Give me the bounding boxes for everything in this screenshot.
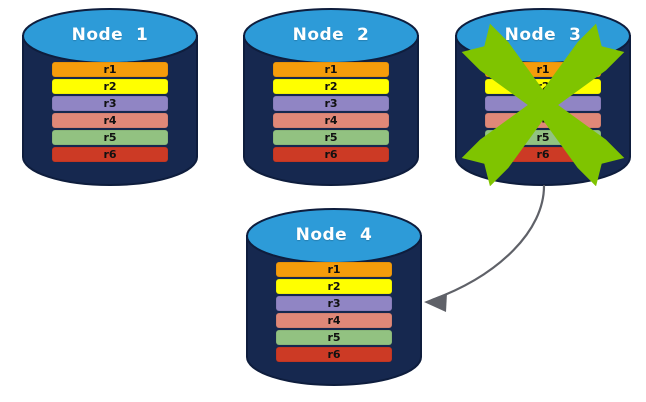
row-bar-r5[interactable]: r5 (276, 330, 392, 345)
row-bar-r3[interactable]: r3 (485, 96, 601, 111)
row-bar-r3[interactable]: r3 (52, 96, 168, 111)
cylinder-top-ellipse (22, 8, 198, 64)
row-bar-r6[interactable]: r6 (273, 147, 389, 162)
failover-arrow-head (424, 293, 447, 312)
cylinder-top-ellipse (246, 208, 422, 264)
row-bar-r2[interactable]: r2 (52, 79, 168, 94)
row-bar-r2[interactable]: r2 (273, 79, 389, 94)
cylinder-top-ellipse (455, 8, 631, 64)
node-2-row-list: r1 r2 r3 r4 r5 r6 (243, 62, 419, 162)
node-4-row-list: r1 r2 r3 r4 r5 r6 (246, 262, 422, 362)
row-bar-r3[interactable]: r3 (276, 296, 392, 311)
row-bar-r5[interactable]: r5 (52, 130, 168, 145)
row-bar-r5[interactable]: r5 (485, 130, 601, 145)
node-3-row-list: r1 r2 r3 r4 r5 r6 (455, 62, 631, 162)
row-bar-r4[interactable]: r4 (52, 113, 168, 128)
row-bar-r3[interactable]: r3 (273, 96, 389, 111)
row-bar-r4[interactable]: r4 (485, 113, 601, 128)
row-bar-r1[interactable]: r1 (276, 262, 392, 277)
row-bar-r6[interactable]: r6 (485, 147, 601, 162)
row-bar-r1[interactable]: r1 (273, 62, 389, 77)
cylinder-top-ellipse (243, 8, 419, 64)
row-bar-r2[interactable]: r2 (485, 79, 601, 94)
failover-arrow-path (430, 184, 546, 302)
row-bar-r2[interactable]: r2 (276, 279, 392, 294)
node-1-row-list: r1 r2 r3 r4 r5 r6 (22, 62, 198, 162)
row-bar-r1[interactable]: r1 (485, 62, 601, 77)
row-bar-r4[interactable]: r4 (273, 113, 389, 128)
row-bar-r4[interactable]: r4 (276, 313, 392, 328)
row-bar-r6[interactable]: r6 (52, 147, 168, 162)
row-bar-r6[interactable]: r6 (276, 347, 392, 362)
row-bar-r5[interactable]: r5 (273, 130, 389, 145)
row-bar-r1[interactable]: r1 (52, 62, 168, 77)
